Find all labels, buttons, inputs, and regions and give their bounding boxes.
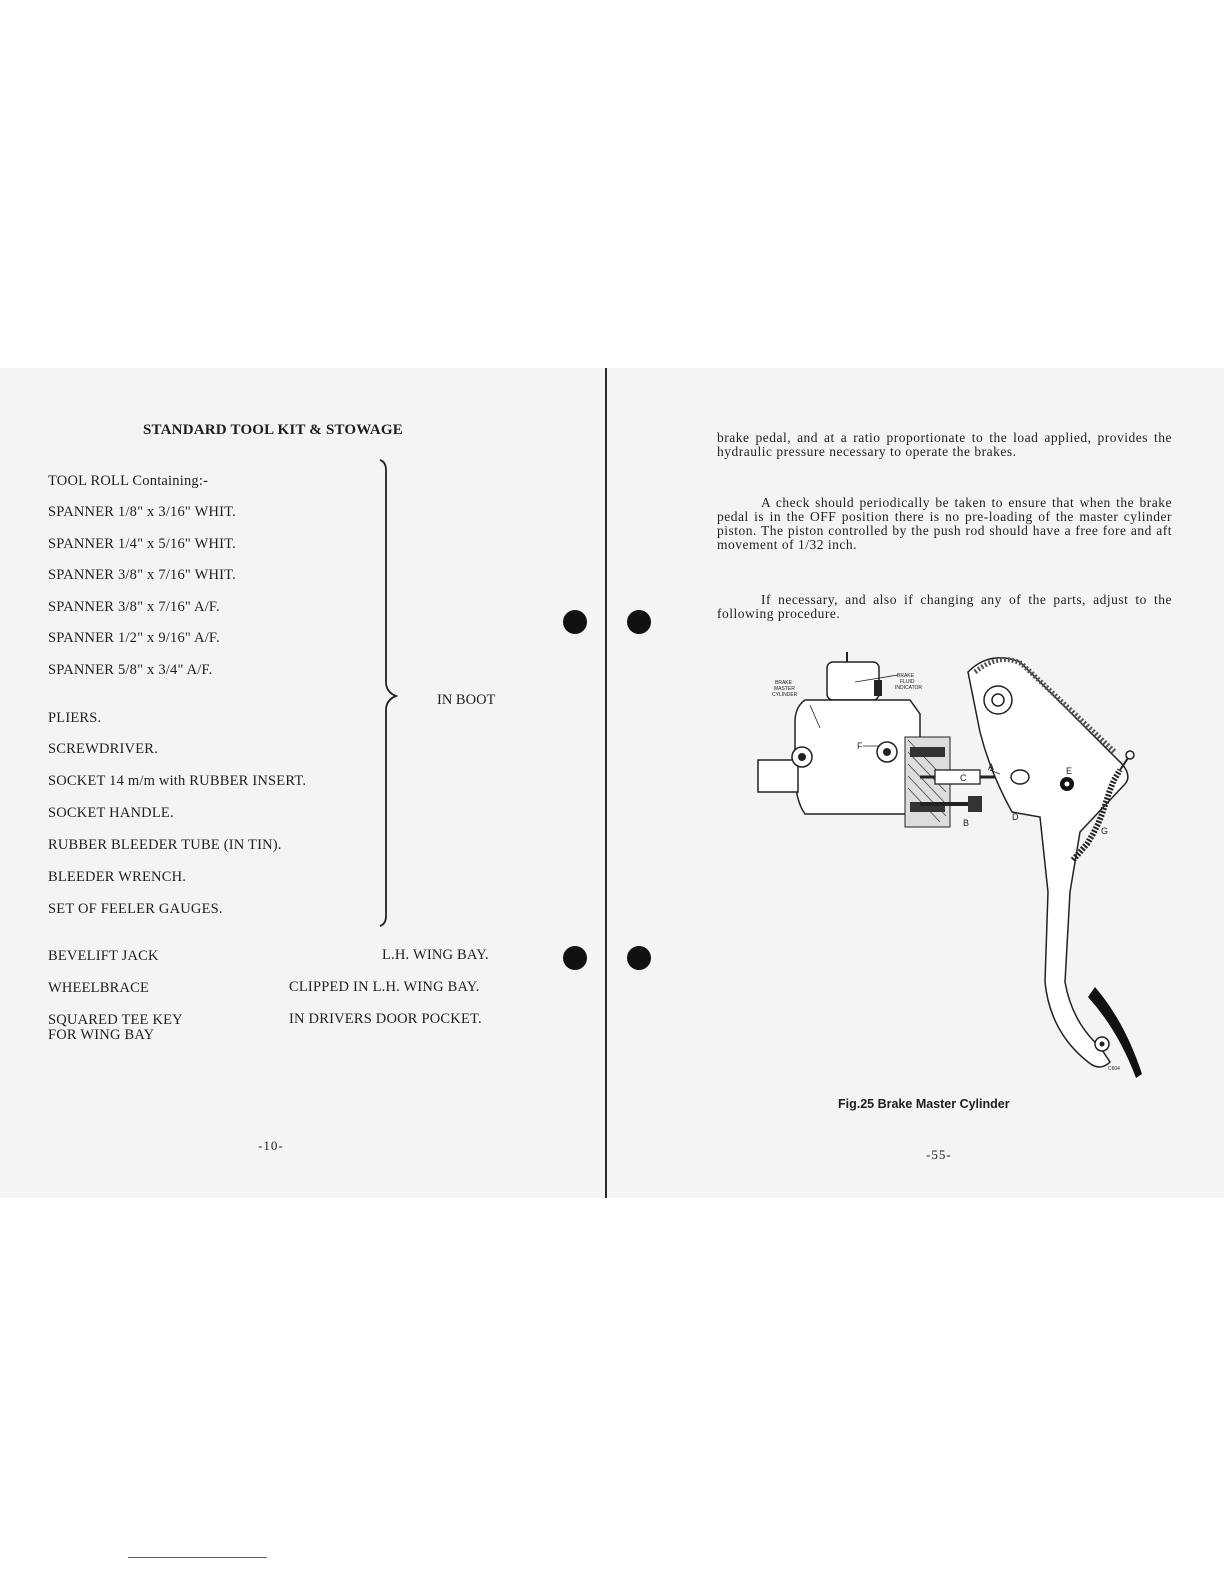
stowage-location: CLIPPED IN L.H. WING BAY. bbox=[289, 979, 480, 995]
binding-hole bbox=[563, 946, 587, 970]
fig-label: MASTER bbox=[774, 686, 795, 692]
boot-label: IN BOOT bbox=[437, 692, 496, 708]
list-item: SOCKET 14 m/m with RUBBER INSERT. bbox=[48, 773, 307, 789]
fig-label-f: F bbox=[857, 741, 863, 751]
binding-hole bbox=[627, 946, 651, 970]
fig-label-a: A bbox=[988, 762, 994, 772]
list-item-continued: FOR WING BAY bbox=[48, 1027, 155, 1043]
fig-label-g: G bbox=[1101, 826, 1108, 836]
list-item: SPANNER 3/8" x 7/16" A/F. bbox=[48, 599, 220, 615]
list-item: SQUARED TEE KEY bbox=[48, 1012, 183, 1028]
fig-label-e: E bbox=[1066, 766, 1072, 776]
fig-label: FLUID bbox=[900, 679, 915, 685]
body-paragraph: If necessary, and also if changing any o… bbox=[717, 592, 1172, 621]
body-paragraph: brake pedal, and at a ratio proportionat… bbox=[717, 430, 1172, 459]
stowage-location: IN DRIVERS DOOR POCKET. bbox=[289, 1011, 482, 1027]
fig-label-c: C bbox=[960, 773, 967, 783]
list-item: BLEEDER WRENCH. bbox=[48, 869, 187, 885]
list-item: WHEELBRACE bbox=[48, 980, 150, 996]
stowage-location: L.H. WING BAY. bbox=[382, 947, 489, 963]
list-item: RUBBER BLEEDER TUBE (IN TIN). bbox=[48, 837, 282, 853]
figure-caption: Fig.25 Brake Master Cylinder bbox=[838, 1097, 1010, 1111]
binding-hole bbox=[627, 610, 651, 634]
page-number: -10- bbox=[258, 1138, 284, 1153]
fig-label-d: D bbox=[1012, 812, 1019, 822]
list-item: PLIERS. bbox=[48, 710, 102, 726]
brake-master-cylinder-diagram: BRAKE MASTER CYLINDER BRAKE FLUID INDICA… bbox=[757, 652, 1142, 1078]
list-item: SOCKET HANDLE. bbox=[48, 805, 174, 821]
list-item: SPANNER 1/2" x 9/16" A/F. bbox=[48, 630, 220, 646]
binding-hole bbox=[563, 610, 587, 634]
list-item: SCREWDRIVER. bbox=[48, 741, 158, 757]
fig-label: CYLINDER bbox=[772, 692, 798, 698]
book-spine bbox=[605, 368, 607, 1198]
fig-label: BRAKE bbox=[775, 680, 793, 686]
list-item: BEVELIFT JACK bbox=[48, 948, 159, 964]
page-title: STANDARD TOOL KIT & STOWAGE bbox=[143, 422, 403, 438]
list-item: TOOL ROLL Containing:- bbox=[48, 473, 209, 489]
fig-label-b: B bbox=[963, 818, 969, 828]
boot-brace bbox=[379, 459, 399, 927]
list-item: SPANNER 1/8" x 3/16" WHIT. bbox=[48, 504, 236, 520]
fig-label: BRAKE bbox=[897, 673, 915, 679]
page-number: -55- bbox=[926, 1147, 952, 1162]
list-item: SPANNER 3/8" x 7/16" WHIT. bbox=[48, 567, 236, 583]
list-item: SET OF FEELER GAUGES. bbox=[48, 901, 223, 917]
fig-code: C604 bbox=[1108, 1066, 1120, 1072]
body-paragraph: A check should periodically be taken to … bbox=[717, 495, 1172, 552]
footer-rule bbox=[128, 1557, 267, 1558]
list-item: SPANNER 1/4" x 5/16" WHIT. bbox=[48, 536, 236, 552]
fig-label: INDICATOR bbox=[895, 685, 922, 691]
list-item: SPANNER 5/8" x 3/4" A/F. bbox=[48, 662, 213, 678]
